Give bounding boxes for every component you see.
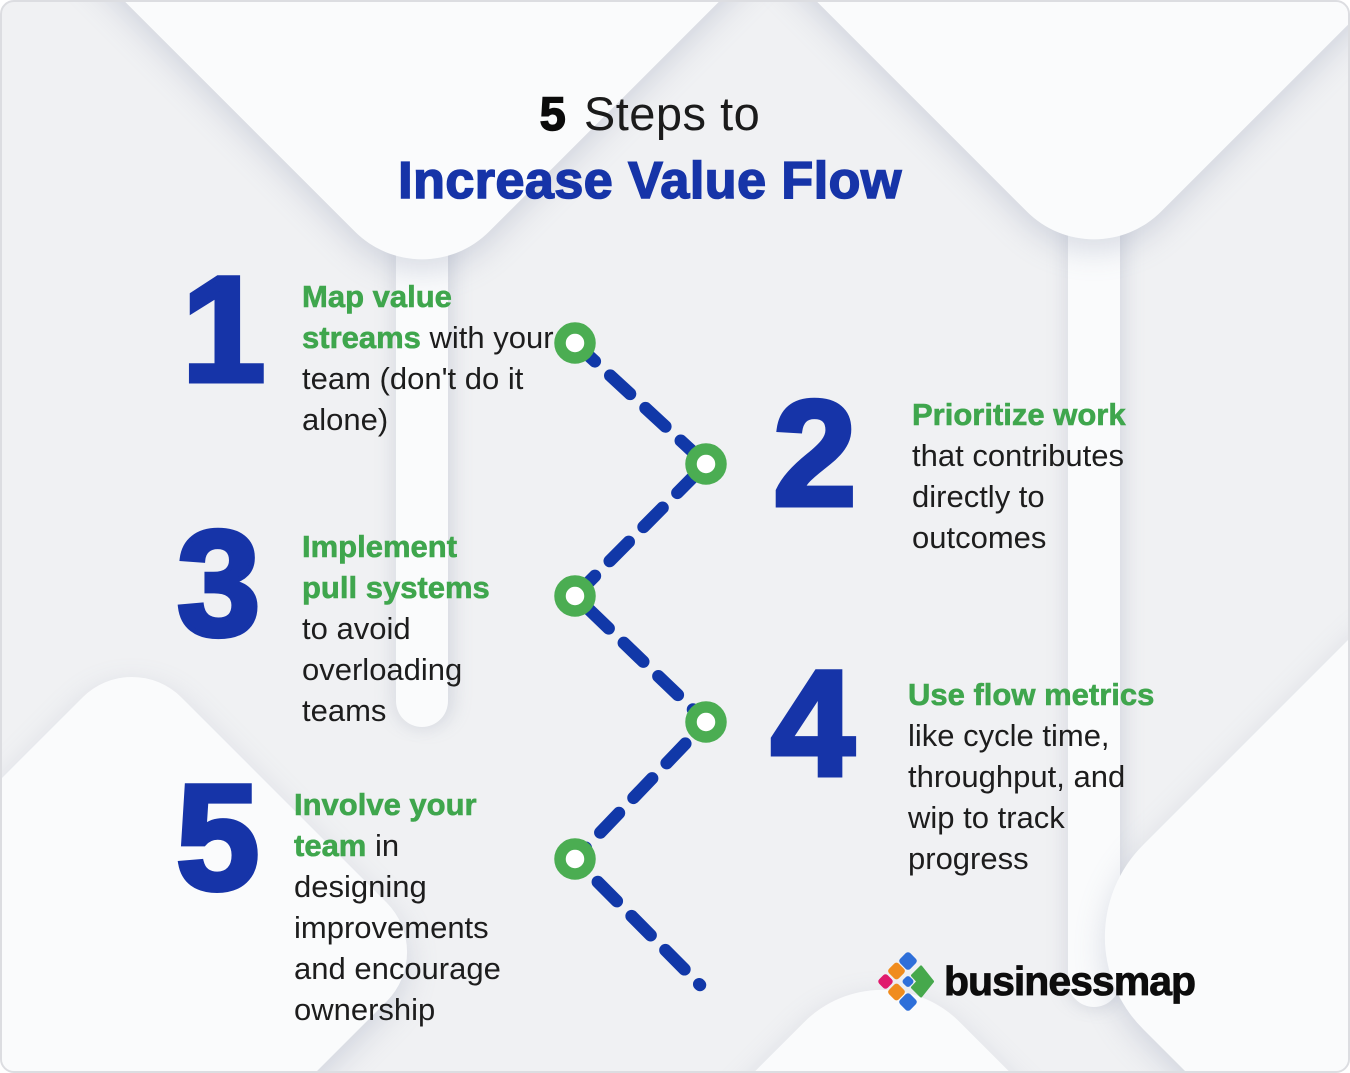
step-4-highlight: Use flow metrics — [908, 677, 1155, 713]
step-5-highlight: Involve your team — [294, 787, 477, 864]
businessmap-logo: businessmap — [878, 950, 1197, 1013]
background-stem-shape — [396, 207, 448, 727]
step-5-text: Involve your team in designing improveme… — [294, 784, 528, 1030]
step-2-rest: that contributes directly to outcomes — [912, 438, 1124, 555]
step-1-number: 1 — [179, 245, 267, 413]
step-5-number: 5 — [173, 753, 261, 921]
step-4-rest: like cycle time, throughput, and wip to … — [908, 718, 1126, 876]
step-1-text: Map value streams with your team (don't … — [302, 276, 558, 440]
step-4-text: Use flow metrics like cycle time, throug… — [908, 674, 1160, 879]
flow-dashed-line — [568, 336, 713, 992]
title-line1: 5 Steps to — [2, 86, 1298, 141]
step-4-number: 4 — [768, 639, 856, 807]
step-1-rest: with your team (don't do it alone) — [302, 320, 554, 437]
title-line2: Increase Value Flow — [397, 151, 902, 211]
step-3-rest: to avoid overloading teams — [302, 611, 463, 728]
flow-node-4 — [685, 701, 727, 743]
step-5-rest: in designing improvements and encourage … — [294, 828, 501, 1027]
step-3-text: Implement pull systems to avoid overload… — [302, 526, 514, 731]
flow-node-2 — [685, 443, 727, 485]
step-1-highlight: Map value streams — [302, 279, 452, 356]
step-3-highlight: Implement pull systems — [302, 529, 490, 606]
step-2-highlight: Prioritize work — [912, 397, 1126, 433]
flow-node-5 — [554, 838, 596, 880]
businessmap-logo-icon — [878, 952, 934, 1011]
flow-node-1 — [554, 322, 596, 364]
step-2-number: 2 — [770, 369, 858, 537]
title-line1-text: Steps to — [570, 87, 761, 140]
step-2-text: Prioritize work that contributes directl… — [912, 394, 1184, 558]
title-step-count: 5 — [539, 86, 567, 140]
step-3-number: 3 — [174, 499, 262, 667]
background-stem-shape — [1068, 177, 1120, 1007]
page-title: 5 Steps to Increase Value Flow — [2, 86, 1298, 211]
businessmap-logo-text: businessmap — [944, 958, 1197, 1005]
flow-node-3 — [554, 575, 596, 617]
